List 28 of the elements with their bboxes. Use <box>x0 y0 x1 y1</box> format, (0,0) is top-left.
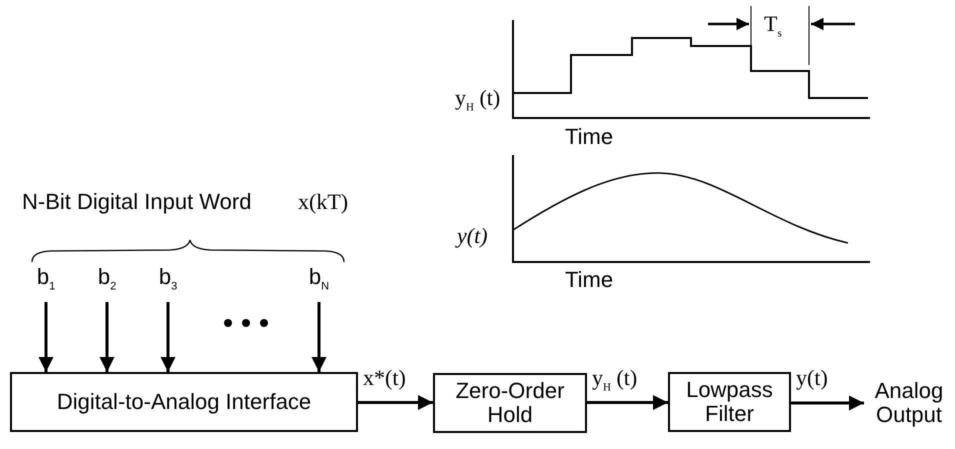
arrow <box>587 395 668 410</box>
arrow <box>791 396 864 410</box>
bit-label: b$_{3}$ <box>158 265 178 295</box>
arrow <box>38 302 54 372</box>
input-word-title: N-Bit Digital Input Word <box>22 190 252 214</box>
axis-title: Time <box>565 268 614 292</box>
process-box <box>433 373 587 433</box>
edge-label: x*(t) <box>362 366 407 388</box>
bit-label: b$_{2}$ <box>98 265 116 295</box>
process-box <box>668 372 791 432</box>
signal-name: x(kT) <box>298 190 348 214</box>
box-text: Digital-to-Analog Interface <box>56 390 312 414</box>
bit-label: b$_{N}$ <box>308 265 330 295</box>
edge-label: y(t) <box>795 367 829 389</box>
axis-title: y(t) <box>457 224 488 248</box>
arrow <box>160 302 176 372</box>
arrow <box>358 395 433 410</box>
axis-title: y$_{H}$ (t) <box>455 86 500 116</box>
output-label: Analog Output <box>874 379 944 427</box>
box-text: Zero-Order Hold <box>454 379 566 427</box>
edge-label: y$_{H}$ (t) <box>591 366 638 388</box>
box-text: Lowpass Filter <box>685 378 774 426</box>
bit-label: b$_{1}$ <box>36 265 56 295</box>
process-box <box>10 372 358 432</box>
period-label: T$_{s}$ <box>764 12 782 42</box>
arrow <box>312 302 326 372</box>
arrow <box>100 302 114 372</box>
axis-title: Time <box>565 125 614 149</box>
